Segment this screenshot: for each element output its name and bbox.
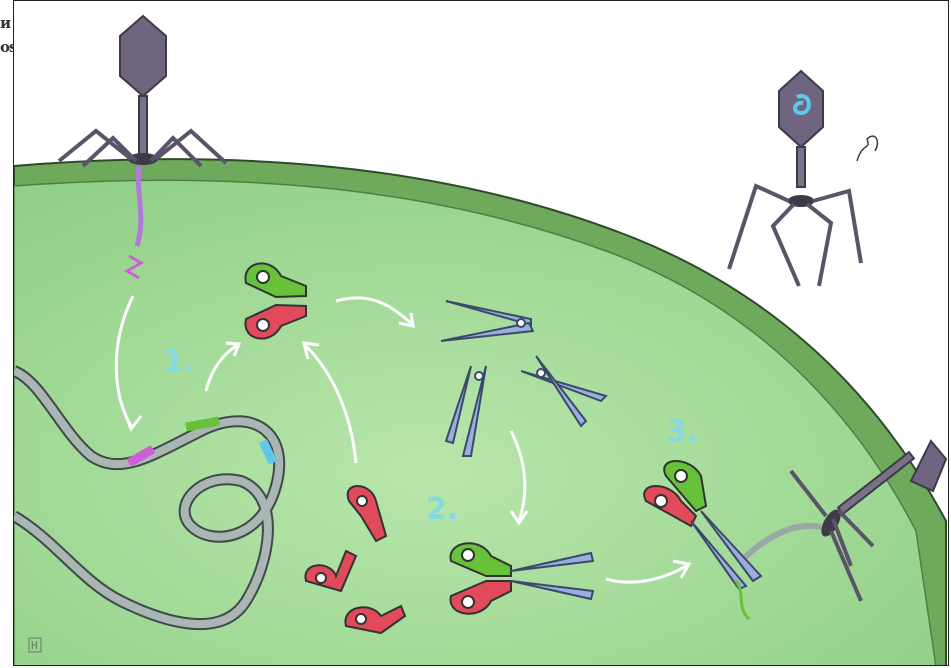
step-3-label: 3. bbox=[666, 414, 698, 449]
clipped-caption-line-2: os bbox=[0, 38, 14, 56]
artist-signature: H bbox=[31, 639, 38, 652]
phage-free bbox=[729, 71, 877, 286]
clipped-caption-line-1: и bbox=[0, 14, 14, 32]
illustration-frame: 1. 2. 3. H bbox=[13, 0, 949, 666]
step-1-label: 1. bbox=[163, 344, 195, 379]
crispr-illustration: 1. 2. 3. H bbox=[14, 1, 949, 666]
step-2-label: 2. bbox=[426, 492, 458, 527]
